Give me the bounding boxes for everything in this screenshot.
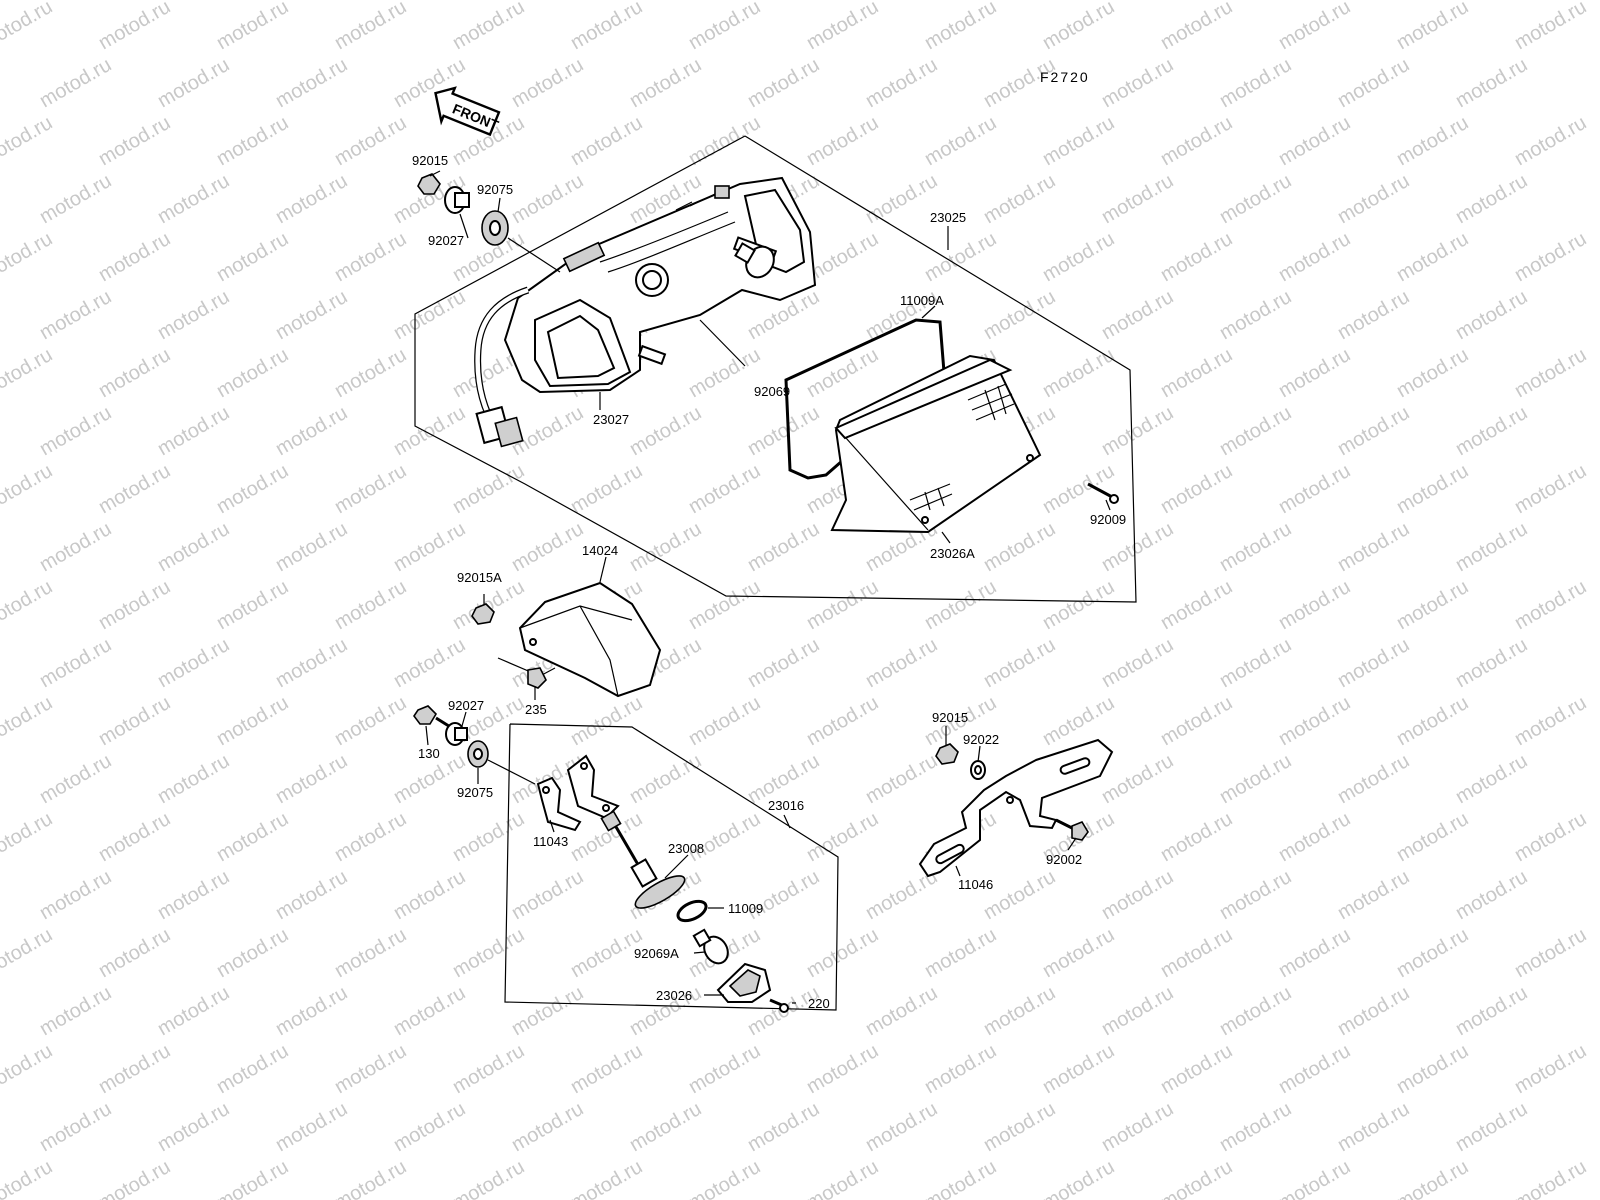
tail-light-housing — [503, 176, 817, 394]
screw-220 — [769, 998, 789, 1013]
part-label-11009a: 11009A — [900, 293, 944, 308]
leader-lines — [425, 170, 1111, 1004]
license-plate-bracket-11046 — [918, 738, 1114, 878]
part-label-92069a: 92069A — [634, 946, 679, 961]
nut-92015a — [471, 603, 495, 625]
part-label-11009: 11009 — [728, 901, 763, 916]
part-label-11043: 11043 — [533, 834, 568, 849]
connector-icon — [475, 405, 524, 448]
bulb-92069 — [734, 242, 775, 279]
bulb-92069a — [692, 928, 729, 965]
diagram-code: F2720 — [1040, 69, 1090, 85]
socket-23008 — [600, 810, 686, 909]
lens-23026a — [830, 354, 1042, 534]
nut-92015-right — [935, 743, 959, 765]
part-label-130: 130 — [418, 746, 440, 761]
part-label-92015-top: 92015 — [412, 153, 448, 168]
part-label-92075-mid: 92075 — [457, 785, 493, 800]
bolt-92002 — [1055, 818, 1089, 841]
part-label-92069: 92069 — [754, 384, 790, 399]
part-labels: 92015 92027 92075 23025 11009A 92069 230… — [412, 153, 1126, 1011]
washer-92022 — [970, 760, 986, 780]
part-label-14024: 14024 — [582, 543, 618, 558]
part-label-23025: 23025 — [930, 210, 966, 225]
grommet-92075-top — [481, 210, 509, 246]
part-label-92075-top: 92075 — [477, 182, 513, 197]
part-label-92027-top: 92027 — [428, 233, 464, 248]
gasket-11009 — [676, 899, 708, 923]
grommet-92075-mid — [467, 740, 489, 768]
part-label-23008: 23008 — [668, 841, 704, 856]
part-label-23016: 23016 — [768, 798, 804, 813]
part-label-23026: 23026 — [656, 988, 692, 1003]
assembly-outline-23016 — [504, 723, 839, 1011]
part-label-92015a: 92015A — [457, 570, 502, 585]
part-label-220: 220 — [808, 996, 830, 1011]
part-label-92022: 92022 — [963, 732, 999, 747]
part-label-11046: 11046 — [958, 877, 993, 892]
part-label-92002: 92002 — [1046, 852, 1082, 867]
screw-92009 — [1087, 482, 1119, 504]
bracket-11043 — [536, 754, 620, 832]
part-label-92015-right: 92015 — [932, 710, 968, 725]
screw-235 — [527, 667, 547, 689]
front-arrow-icon: FRONT — [434, 86, 501, 137]
bolt-130 — [413, 705, 453, 730]
assembly-outline-23025 — [414, 135, 1137, 603]
part-label-92009: 92009 — [1090, 512, 1126, 527]
part-label-23026a: 23026A — [930, 546, 975, 561]
part-label-92027-mid: 92027 — [448, 698, 484, 713]
license-lamp-cover-14024 — [497, 581, 662, 698]
lens-23026 — [716, 962, 772, 1003]
part-label-23027: 23027 — [593, 412, 629, 427]
nut-92015-top — [417, 173, 441, 195]
collar-92027-top — [444, 186, 470, 214]
part-label-235: 235 — [525, 702, 547, 717]
collar-92027-mid — [445, 722, 468, 746]
